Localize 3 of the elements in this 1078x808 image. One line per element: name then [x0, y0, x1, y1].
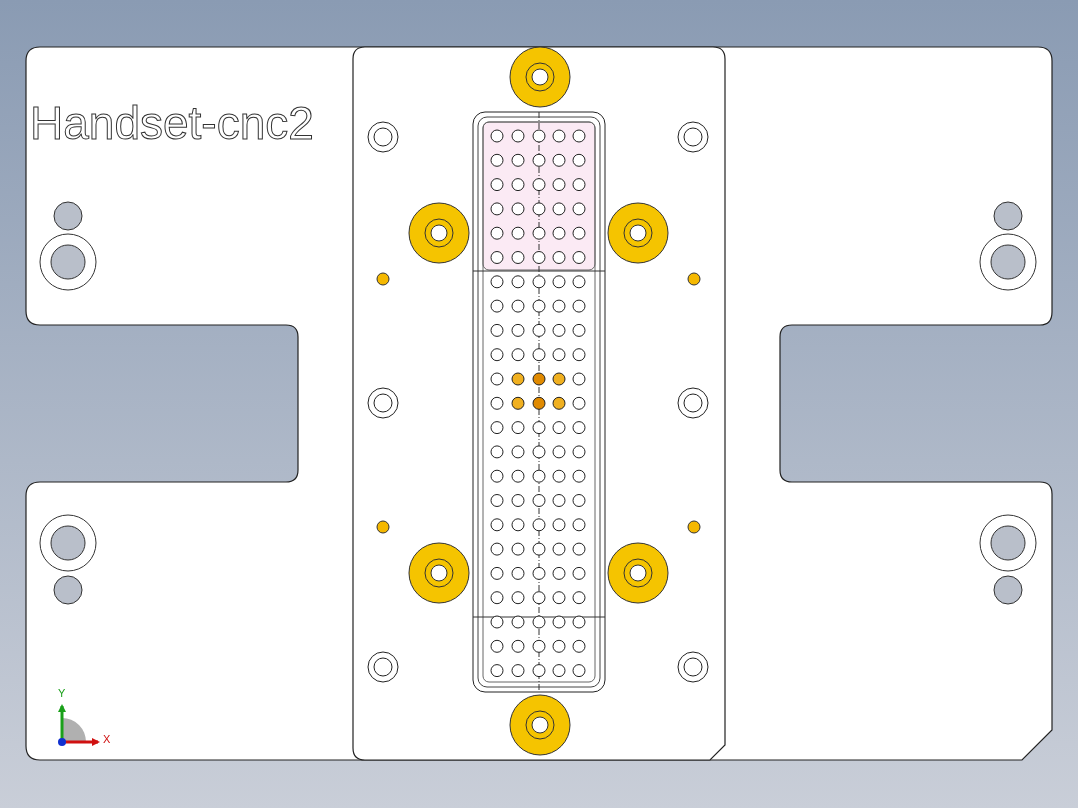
engraved-title: Handset-cnc2: [30, 100, 314, 146]
axis-label: Y: [58, 688, 66, 699]
axis-label: X: [103, 734, 111, 745]
